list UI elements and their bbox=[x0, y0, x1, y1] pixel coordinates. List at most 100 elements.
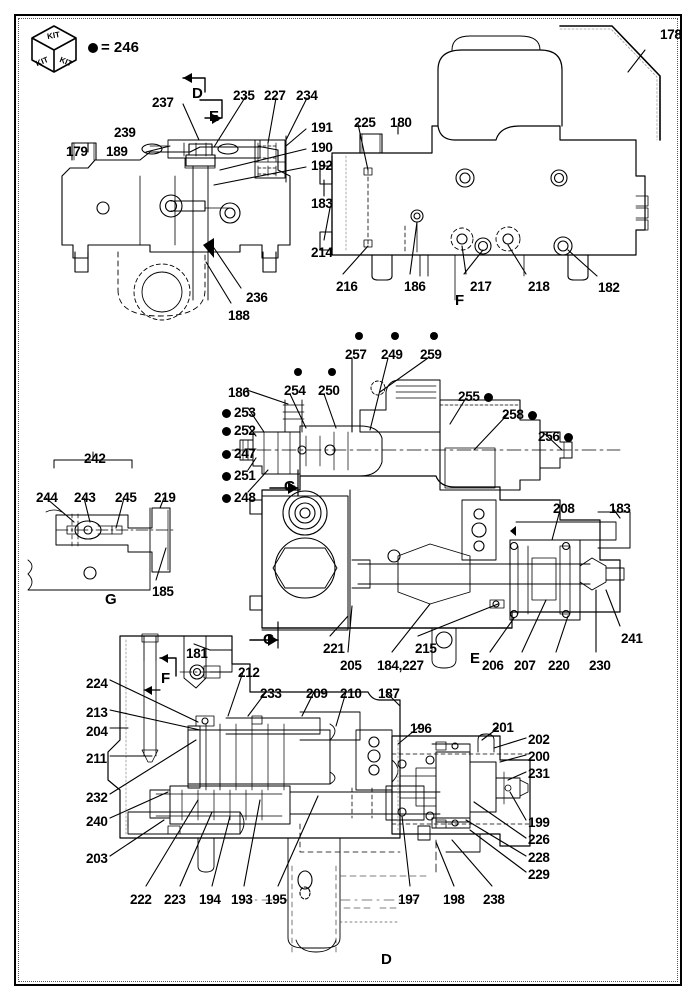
drawing-frame bbox=[14, 14, 682, 986]
part-callout-217: 217 bbox=[470, 280, 492, 294]
part-number-text: 182 bbox=[598, 280, 620, 295]
part-number-text: 206 bbox=[482, 658, 504, 673]
kit-bullet-icon bbox=[222, 471, 231, 481]
kit-bullet-icon bbox=[222, 493, 231, 503]
part-number-text: 236 bbox=[246, 290, 268, 305]
part-number-text: 194 bbox=[199, 892, 221, 907]
kit-bullet-icon bbox=[222, 426, 231, 436]
part-number-text: 212 bbox=[238, 665, 260, 680]
part-callout-216: 216 bbox=[336, 280, 358, 294]
part-callout-249: 249 bbox=[381, 348, 403, 362]
part-number-text: 192 bbox=[311, 158, 333, 173]
part-number-text: 238 bbox=[483, 892, 505, 907]
part-callout-237: 237 bbox=[152, 96, 174, 110]
part-number-text: 250 bbox=[318, 383, 340, 398]
part-number-text: 235 bbox=[233, 88, 255, 103]
part-callout-257: 257 bbox=[345, 348, 367, 362]
part-number-text: 248 bbox=[234, 490, 256, 505]
part-callout-209: 209 bbox=[306, 687, 328, 701]
part-callout-241: 241 bbox=[621, 632, 643, 646]
part-callout-259: 259 bbox=[420, 348, 442, 362]
kit-cube-icon: KIT KIT KIT bbox=[31, 25, 77, 73]
part-callout-252: 252 bbox=[222, 424, 256, 438]
part-callout-202: 202 bbox=[528, 733, 550, 747]
part-number-text: 240 bbox=[86, 814, 108, 829]
part-number-text: 198 bbox=[443, 892, 465, 907]
part-callout-251: 251 bbox=[222, 469, 256, 483]
part-callout-231: 231 bbox=[528, 767, 550, 781]
part-number-text: 255 bbox=[458, 389, 480, 404]
part-number-text: 222 bbox=[130, 892, 152, 907]
section-marker-F-upper: F bbox=[455, 292, 465, 309]
part-callout-256: 256 bbox=[538, 430, 573, 444]
part-number-text: 193 bbox=[231, 892, 253, 907]
part-number-text: 228 bbox=[528, 850, 550, 865]
part-number-text: 209 bbox=[306, 686, 328, 701]
part-number-text: 243 bbox=[74, 490, 96, 505]
part-number-text: 186 bbox=[228, 385, 250, 400]
part-number-text: 195 bbox=[265, 892, 287, 907]
kit-bullet-icon bbox=[328, 368, 336, 376]
part-number-text: 216 bbox=[336, 279, 358, 294]
part-number-text: 188 bbox=[228, 308, 250, 323]
section-marker-D-bottom: D bbox=[381, 951, 392, 968]
part-number-text: 184,227 bbox=[377, 658, 424, 673]
part-number-text: 217 bbox=[470, 279, 492, 294]
kit-legend: = 246 bbox=[88, 39, 139, 56]
part-number-text: 213 bbox=[86, 705, 108, 720]
section-marker-F-lower: F bbox=[161, 670, 171, 687]
part-callout-182: 182 bbox=[598, 281, 620, 295]
kit-bullet-icon bbox=[355, 332, 363, 340]
section-marker-G-mid-up: G bbox=[284, 478, 296, 495]
part-callout-198: 198 bbox=[443, 893, 465, 907]
part-number-text: 215 bbox=[415, 641, 437, 656]
part-number-text: 179 bbox=[66, 144, 88, 159]
part-callout-199: 199 bbox=[528, 816, 550, 830]
kit-bullet-icon bbox=[527, 410, 537, 420]
part-number-text: 245 bbox=[115, 490, 137, 505]
part-number-text: 225 bbox=[354, 115, 376, 130]
part-number-text: 253 bbox=[234, 405, 256, 420]
section-marker-E-mid: E bbox=[470, 650, 481, 667]
part-callout-189: 189 bbox=[106, 145, 128, 159]
kit-bullet-icon bbox=[483, 392, 493, 402]
part-number-text: 223 bbox=[164, 892, 186, 907]
part-callout-228: 228 bbox=[528, 851, 550, 865]
part-number-text: 208 bbox=[553, 501, 575, 516]
part-number-text: 242 bbox=[84, 451, 106, 466]
filled-circle-icon bbox=[88, 43, 98, 54]
part-number-text: 230 bbox=[589, 658, 611, 673]
part-number-text: 237 bbox=[152, 95, 174, 110]
part-callout-221: 221 bbox=[323, 642, 345, 656]
part-callout-238: 238 bbox=[483, 893, 505, 907]
part-number-text: 190 bbox=[311, 140, 333, 155]
part-number-text: 204 bbox=[86, 724, 108, 739]
part-number-text: 200 bbox=[528, 749, 550, 764]
part-callout-225: 225 bbox=[354, 116, 376, 130]
legend-text: = 246 bbox=[101, 39, 139, 56]
part-number-text: 249 bbox=[381, 347, 403, 362]
part-callout-233: 233 bbox=[260, 687, 282, 701]
part-callout-197: 197 bbox=[398, 893, 420, 907]
part-callout-212: 212 bbox=[238, 666, 260, 680]
part-callout-226: 226 bbox=[528, 833, 550, 847]
part-number-text: 226 bbox=[528, 832, 550, 847]
part-callout-255: 255 bbox=[458, 390, 493, 404]
part-callout-214: 214 bbox=[311, 246, 333, 260]
part-number-text: 201 bbox=[492, 720, 514, 735]
part-callout-178: 178 bbox=[660, 28, 682, 42]
section-marker-D-top: D bbox=[192, 85, 203, 102]
part-callout-220: 220 bbox=[548, 659, 570, 673]
part-number-text: 259 bbox=[420, 347, 442, 362]
section-marker-E-top: E bbox=[209, 108, 220, 125]
part-number-text: 214 bbox=[311, 245, 333, 260]
section-marker-G-left: G bbox=[105, 591, 117, 608]
part-callout-236: 236 bbox=[246, 291, 268, 305]
part-callout-250: 250 bbox=[318, 384, 340, 398]
part-callout-243: 243 bbox=[74, 491, 96, 505]
part-callout-242: 242 bbox=[84, 452, 106, 466]
part-number-text: 207 bbox=[514, 658, 536, 673]
part-number-text: 219 bbox=[154, 490, 176, 505]
part-callout-181: 181 bbox=[186, 647, 208, 661]
